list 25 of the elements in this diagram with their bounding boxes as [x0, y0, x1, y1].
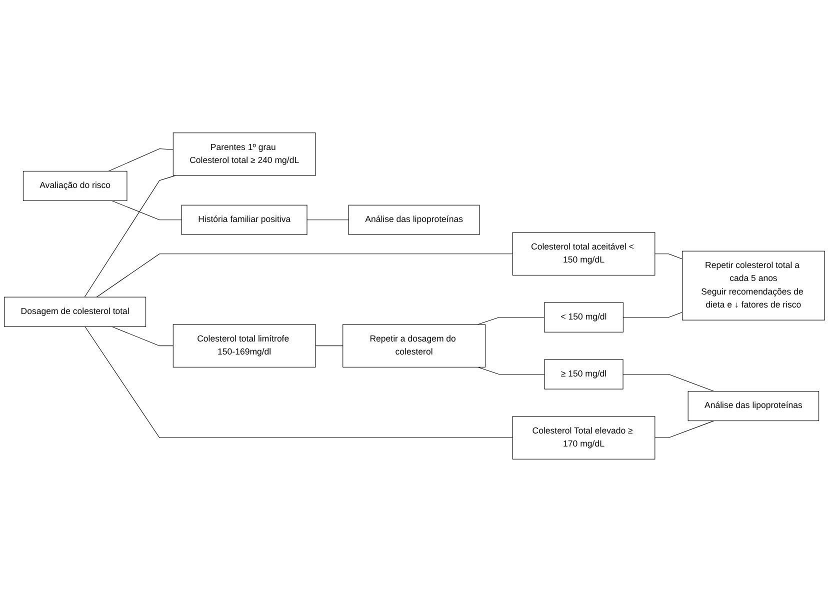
node-box: Análise das lipoproteínas — [688, 390, 820, 422]
node-box: ≥ 150 mg/dl — [544, 359, 624, 390]
node-box: Colesterol total limítrofe 150-169mg/dl — [172, 324, 316, 368]
node-box: Parentes 1º grau Colesterol total ≥ 240 mg/dL — [172, 132, 316, 176]
connector — [654, 254, 683, 260]
node-box: Repetir a dosagem do colesterol — [342, 324, 486, 368]
connector — [84, 175, 176, 298]
connector — [654, 420, 714, 438]
node-box: Colesterol Total elevado ≥ 170 mg/dL — [512, 416, 656, 460]
connector — [622, 374, 714, 392]
connector — [622, 312, 683, 318]
node-box: < 150 mg/dl — [544, 302, 624, 332]
node-box: Avaliação do risco — [22, 170, 128, 202]
connector — [112, 200, 182, 220]
connector — [108, 148, 174, 172]
connector — [112, 326, 174, 346]
node-box: Dosagem de colesterol total — [4, 296, 146, 327]
connector — [84, 326, 513, 438]
connector — [96, 254, 513, 298]
connector — [477, 366, 545, 375]
connector — [477, 317, 545, 325]
node-box: Colesterol total aceitável < 150 mg/dL — [512, 232, 656, 276]
node-box: Repetir colesterol total a cada 5 anos Seguir recomendações de dieta e ↓ fatores de risco — [682, 250, 825, 320]
node-box: Análise das lipoproteínas — [348, 204, 480, 235]
node-box: História familiar positiva — [181, 204, 308, 235]
